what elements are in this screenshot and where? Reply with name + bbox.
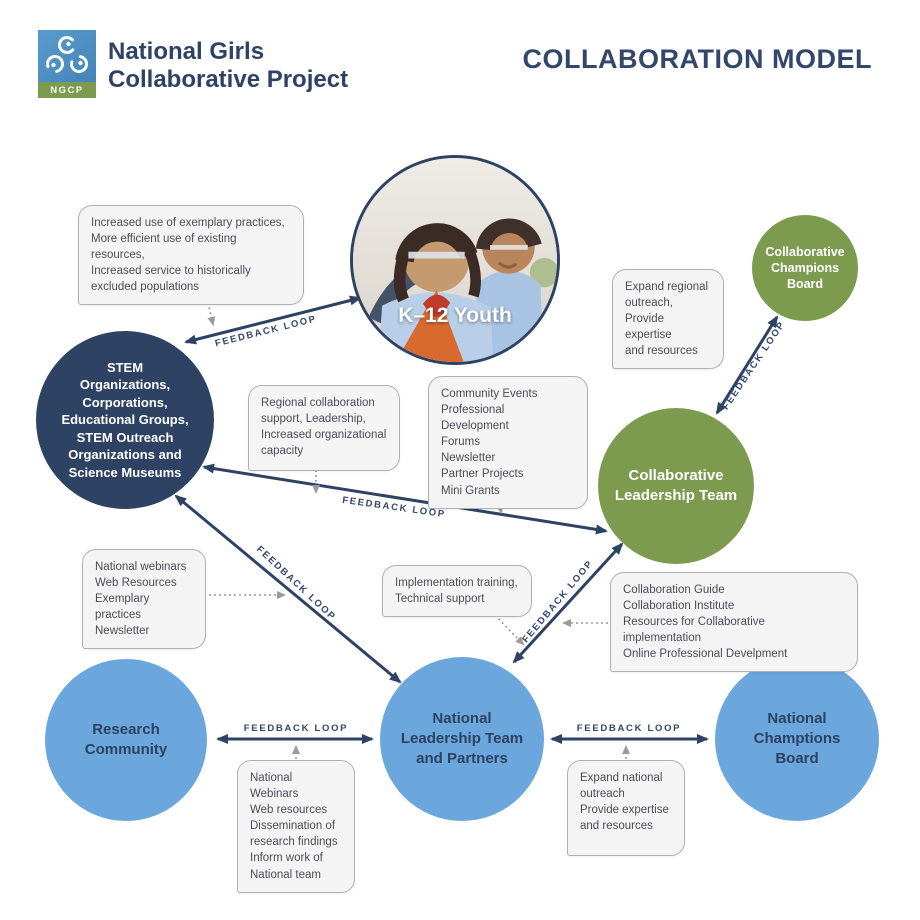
node-label-national-champtions: National Champtions Board — [753, 709, 841, 768]
node-stem-organizations: STEM Organizations, Corporations, Educat… — [36, 331, 214, 509]
feedback-arrow-stem-leadership — [202, 463, 608, 535]
node-label-stem: STEM Organizations, Corporations, Educat… — [61, 359, 189, 480]
dotted-arrow-implementation — [487, 607, 525, 646]
node-national-champtions-board: National Champtions Board — [715, 657, 879, 821]
callout-regional-support: Regional collaboration support, Leadersh… — [248, 385, 400, 471]
node-research-community: Research Community — [45, 659, 207, 821]
callout-collaboration-guide: Collaboration Guide Collaboration Instit… — [610, 572, 858, 673]
node-collaborative-leadership-team: Collaborative Leadership Team — [598, 408, 754, 564]
callout-national-webinars-bottom: National Webinars Web resources Dissemin… — [237, 760, 355, 893]
feedback-arrow-stem-k12 — [184, 295, 362, 345]
node-label-champions: Collaborative Champions Board — [765, 244, 845, 292]
node-label-k12: K–12 Youth — [398, 304, 512, 327]
callout-community-events: Community Events Professional Developmen… — [428, 376, 588, 509]
node-national-leadership-team: National Leadership Team and Partners — [380, 657, 544, 821]
node-label-national-leadership: National Leadership Team and Partners — [400, 709, 524, 768]
node-label-research: Research Community — [84, 720, 168, 758]
feedback-arrow-leadership-national — [512, 542, 624, 664]
callout-implementation-training: Implementation training, Technical suppo… — [382, 565, 532, 618]
callout-expand-national: Expand national outreach Provide experti… — [567, 760, 685, 856]
node-collaborative-champions-board: Collaborative Champions Board — [752, 215, 858, 321]
feedback-arrow-champions-leadership — [715, 315, 779, 415]
callout-national-webinars-left: National webinars Web Resources Exemplar… — [82, 549, 206, 650]
page-title: COLLABORATION MODEL — [522, 44, 872, 74]
feedback-loop-label: FEEDBACK LOOP — [243, 723, 349, 734]
feedback-arrow-stem-national — [174, 494, 402, 684]
node-k12-youth: K–12 Youth — [350, 155, 560, 365]
callout-exemplary-practices: Increased use of exemplary practices, Mo… — [78, 205, 304, 306]
node-label-leadership: Collaborative Leadership Team — [614, 466, 738, 504]
callout-expand-regional: Expand regional outreach, Provide expert… — [612, 269, 724, 370]
brand-title: National Girls Collaborative Project — [108, 38, 349, 94]
k12-photo — [353, 158, 557, 362]
ngcp-logo: NGCP — [38, 30, 96, 98]
feedback-loop-label: FEEDBACK LOOP — [576, 723, 682, 734]
logo-acronym: NGCP — [38, 82, 96, 98]
logo-spiral-icon — [38, 30, 96, 82]
